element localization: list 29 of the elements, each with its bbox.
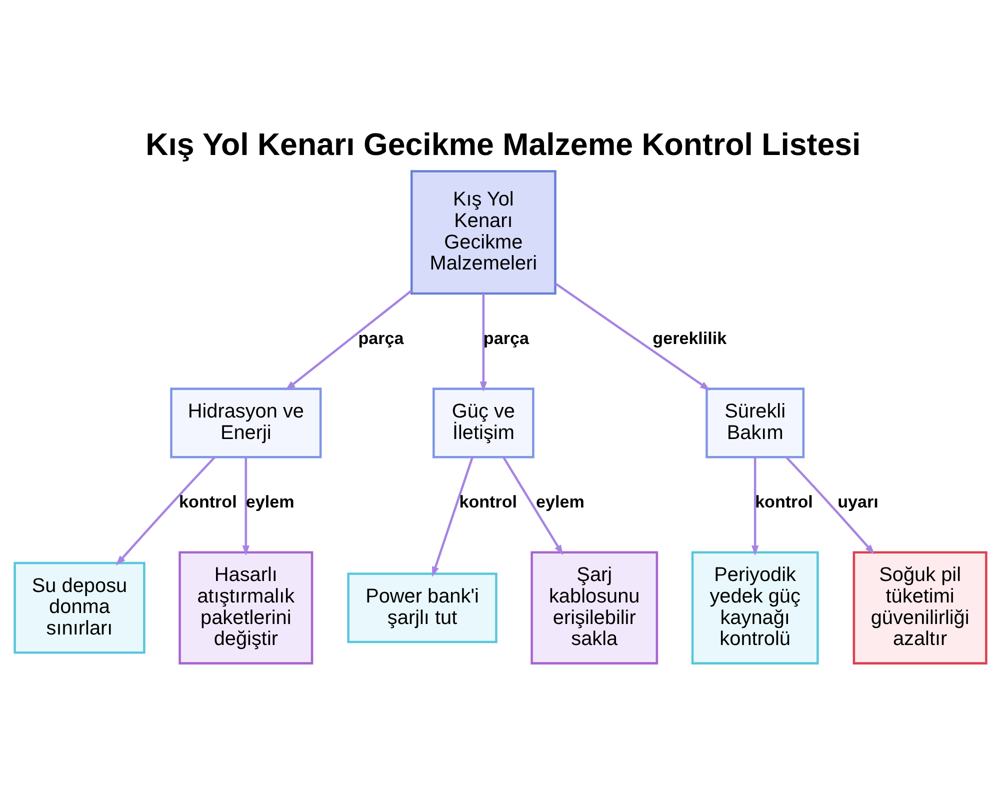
node-box: Periyodik yedek güç kaynağı kontrolü (690, 550, 818, 664)
node-box: Power bank'i şarjlı tut (346, 572, 497, 643)
node-box: Hidrasyon ve Enerji (170, 387, 322, 458)
arrow (115, 456, 216, 566)
arrow (432, 456, 473, 576)
arrow (284, 289, 412, 390)
node-box: Su deposu donma sınırları (13, 561, 145, 654)
node-box: Sürekli Bakım (705, 387, 804, 458)
arrow (479, 293, 487, 392)
arrow (502, 456, 563, 555)
edge-label: kontrol (458, 492, 517, 512)
arrow (784, 456, 874, 554)
node-box: Şarj kablosunu erişilebilir sakla (530, 550, 658, 664)
edge-label: parça (482, 328, 528, 348)
edge-label: uyarı (837, 492, 878, 512)
diagram-title: Kış Yol Kenarı Gecikme Malzeme Kontrol Listesi (145, 126, 860, 162)
edge-label: kontrol (754, 492, 812, 512)
edge-label: kontrol (178, 492, 236, 512)
node-box: Hasarlı atıştırmalık paketlerini değiştir (178, 550, 313, 664)
arrow (751, 456, 758, 556)
edge-label: eylem (536, 492, 584, 512)
arrow (242, 456, 249, 556)
edge-label: gereklilik (652, 328, 726, 348)
node-box: Güç ve İletişim (432, 387, 534, 458)
edge-label: parça (358, 328, 404, 348)
edge-label: eylem (245, 492, 294, 512)
node-box: Kış Yol Kenarı Gecikme Malzemeleri (410, 170, 556, 294)
arrow (554, 282, 710, 390)
node-box: Soğuk pil tüketimi güvenilirliği azaltır (852, 550, 987, 664)
